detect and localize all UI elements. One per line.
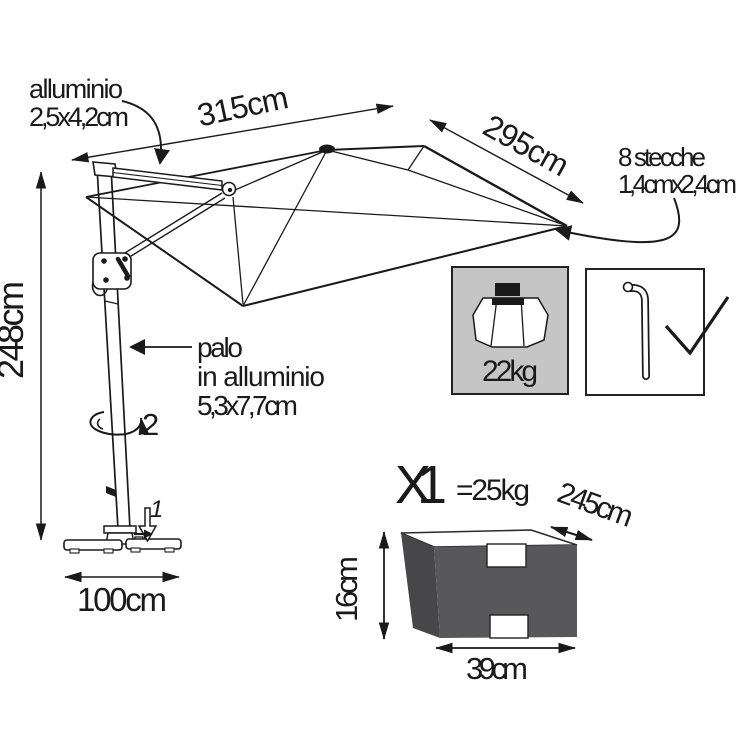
support-rod [119, 192, 226, 262]
package-width-value: 39cm [466, 651, 528, 686]
rotation-indicator: 2 [89, 407, 159, 442]
canopy-depth-dimension: 295cm [429, 107, 584, 204]
pole-material-line2: in alluminio [197, 361, 325, 392]
ribs-label: 8 stecche 1,4cmx2,4cm [555, 142, 737, 244]
package-box [400, 529, 578, 639]
package-label-bottom [489, 614, 529, 639]
ribs-line1: 8 stecche [618, 142, 706, 172]
rotation-arrow-curl [96, 418, 104, 430]
arm-material-line2: 2,5x4,2cm [29, 102, 129, 132]
package-label-top [486, 543, 527, 568]
package-info: X1 =25kg [395, 455, 530, 515]
base-weight-box: 22kg [451, 266, 569, 395]
package-height-dimension: 16cm [329, 531, 390, 640]
package-count: X1 [395, 455, 447, 515]
package-length-value: 245cm [553, 476, 638, 534]
base-width-value: 100cm [77, 581, 167, 618]
slide-arrow-icon [144, 529, 153, 539]
crank-bracket [91, 252, 132, 297]
hex-key-icon [622, 281, 650, 380]
package-weight: =25kg [456, 474, 530, 507]
tilt-knob-icon [106, 486, 116, 497]
umbrella-pole [92, 161, 131, 530]
ribs-callout-arrow [555, 197, 681, 244]
pole-material-label: palo in alluminio 5,3x7,7cm [129, 332, 325, 421]
step-rotate-number: 2 [142, 407, 159, 442]
arm-material-label: alluminio 2,5x4,2cm [29, 74, 170, 165]
ribs-line2: 1,4cmx2,4cm [618, 169, 737, 199]
package-height-value: 16cm [329, 556, 364, 622]
package-front-face [434, 545, 577, 638]
umbrella-illustration [63, 144, 568, 554]
checkmark-icon [664, 296, 730, 356]
package-width-dimension: 39cm [435, 642, 576, 686]
package-length-dimension: 245cm [550, 476, 638, 541]
canopy-finial-icon [319, 144, 335, 154]
pole-height-value: 248cm [0, 281, 31, 379]
step-insert-number: 1 [150, 496, 163, 523]
umbrella-base [63, 525, 182, 554]
arm-material-line1: alluminio [29, 74, 123, 104]
arm-callout-arrow [121, 100, 170, 165]
pole-height-dimension: 248cm [0, 171, 47, 541]
package-side-face [401, 533, 440, 638]
insert-indicator: 1 [134, 496, 163, 543]
pole-material-line1: palo [197, 332, 243, 363]
pole-material-line3: 5,3x7,7cm [197, 390, 298, 421]
base-width-dimension: 100cm [64, 571, 180, 618]
base-plate-left [63, 539, 123, 551]
cantilever-arm [112, 167, 237, 197]
rotation-arrow-icon [89, 411, 149, 436]
base-plate-right [125, 538, 182, 550]
base-weight-icon [472, 283, 549, 348]
tools-box [585, 268, 730, 396]
base-weight-value: 22kg [482, 355, 538, 388]
